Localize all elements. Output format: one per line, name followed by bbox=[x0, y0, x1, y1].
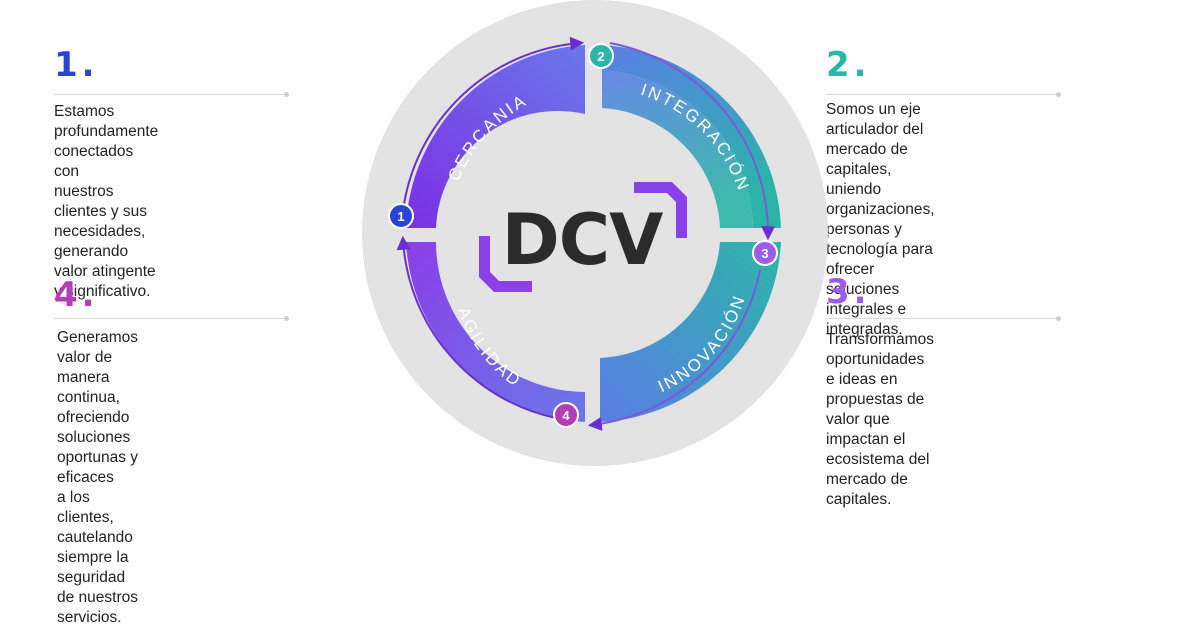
desc-3-line-1: Transformamos oportunidades e ideas en bbox=[826, 331, 934, 388]
ring-segment-integracion-inner bbox=[602, 70, 753, 228]
desc-2-line-5: integradas. bbox=[826, 321, 903, 338]
ring-segment-innovacion bbox=[600, 242, 781, 422]
svg-text:4: 4 bbox=[562, 408, 570, 423]
arrow-3-to-4 bbox=[587, 269, 761, 431]
logo-bracket-top-icon bbox=[634, 182, 687, 238]
arrow-4-to-1 bbox=[396, 235, 557, 419]
desc-4-line-1: Generamos valor de manera continua, bbox=[57, 329, 138, 406]
badge-3: 3 bbox=[752, 240, 778, 266]
svg-text:1: 1 bbox=[397, 209, 404, 224]
divider-2 bbox=[826, 92, 1061, 97]
ring-segment-integracion bbox=[602, 45, 781, 228]
ring-segment-cercania bbox=[406, 45, 585, 228]
desc-1-line-3: generando valor atingente y significativ… bbox=[54, 243, 156, 300]
desc-3-line-2: propuestas de valor que impactan el bbox=[826, 391, 925, 448]
desc-2-line-4: soluciones integrales e bbox=[826, 281, 907, 318]
value-number-2: 2. bbox=[826, 45, 871, 85]
svg-text:3: 3 bbox=[761, 246, 768, 261]
value-number-3: 3. bbox=[826, 272, 871, 312]
arrow-1-to-2 bbox=[401, 36, 585, 221]
value-number-4: 4. bbox=[54, 275, 99, 315]
desc-1-line-1: Estamos profundamente conectados con bbox=[54, 103, 159, 180]
values-cycle-diagram: CERCANIA INTEGRACIÓN INNOVACIÓN AGILIDAD… bbox=[362, 0, 828, 466]
svg-text:2: 2 bbox=[597, 49, 604, 64]
arrow-2-to-3 bbox=[609, 42, 776, 241]
desc-4-line-3: a los clientes, cautelando siempre la bbox=[57, 489, 133, 566]
badge-1: 1 bbox=[388, 203, 414, 229]
desc-4-line-4: seguridad de nuestros servicios. bbox=[57, 569, 138, 626]
value-number-1: 1. bbox=[54, 45, 99, 85]
divider-1 bbox=[54, 92, 289, 97]
value-description-2: Somos un eje articulador del mercado de … bbox=[826, 100, 935, 340]
badge-2: 2 bbox=[588, 43, 614, 69]
logo-bracket-bottom-icon bbox=[479, 236, 532, 292]
desc-2-line-1: Somos un eje articulador del mercado de bbox=[826, 101, 924, 158]
desc-2-line-3: personas y tecnología para ofrecer bbox=[826, 221, 933, 278]
divider-3 bbox=[826, 316, 1061, 321]
desc-2-line-2: capitales, uniendo organizaciones, bbox=[826, 161, 935, 218]
dcv-logo: DCV bbox=[479, 182, 687, 292]
desc-1-line-2: nuestros clientes y sus necesidades, bbox=[54, 183, 148, 240]
value-description-1: Estamos profundamente conectados con nue… bbox=[54, 102, 158, 302]
divider-4 bbox=[54, 316, 289, 321]
logo-wordmark: DCV bbox=[502, 199, 663, 281]
badge-4: 4 bbox=[553, 402, 579, 428]
